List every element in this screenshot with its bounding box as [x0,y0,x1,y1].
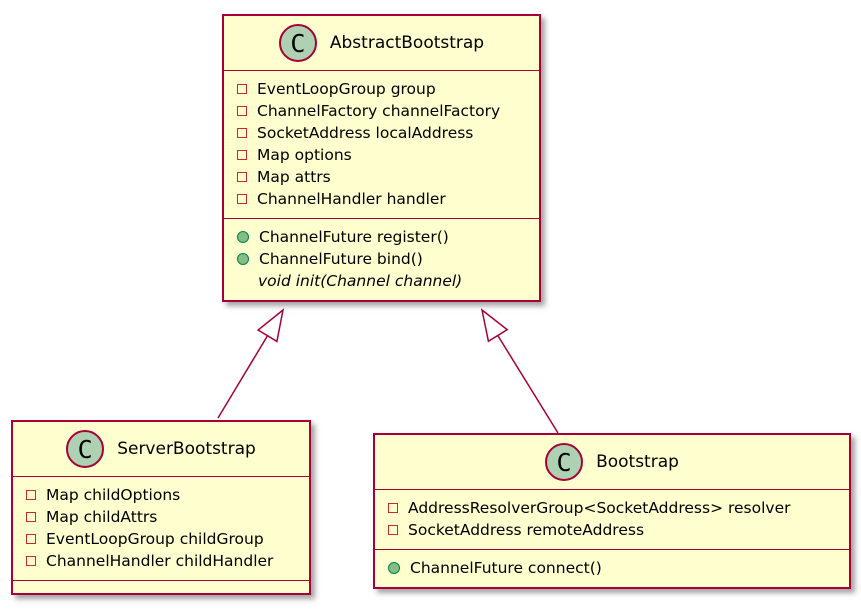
class-icon: C [66,430,105,468]
methods-compartment: ChannelFuture register() ChannelFuture b… [224,218,539,300]
abstract-method-row: void init(Channel channel) [224,270,539,292]
private-field-icon [26,490,36,500]
field-label: Map childOptions [46,486,181,504]
class-box-serverbootstrap: C ServerBootstrap Map childOptions Map c… [11,420,311,595]
method-label: ChannelFuture bind() [259,250,423,268]
field-label: ChannelFactory channelFactory [257,102,501,120]
class-icon: C [545,443,584,481]
abstract-method-label: void init(Channel channel) [258,272,463,290]
private-field-icon [237,106,247,116]
methods-compartment: ChannelFuture connect() [375,549,849,587]
private-field-icon [26,556,36,566]
field-label: EventLoopGroup childGroup [46,530,264,548]
field-label: Map childAttrs [46,508,158,526]
class-box-abstractbootstrap: C AbstractBootstrap EventLoopGroup group… [222,14,541,302]
fields-compartment: AddressResolverGroup<SocketAddress> reso… [375,489,849,549]
class-icon-letter: C [77,434,93,464]
private-field-icon [237,84,247,94]
field-row: SocketAddress localAddress [224,122,539,144]
class-icon-letter: C [290,28,306,58]
field-label: AddressResolverGroup<SocketAddress> reso… [408,499,791,517]
class-header: C ServerBootstrap [13,422,309,476]
method-label: ChannelFuture connect() [410,559,602,577]
class-icon-letter: C [556,447,572,477]
field-row: Map attrs [224,166,539,188]
private-field-icon [237,150,247,160]
field-row: ChannelHandler childHandler [13,550,309,572]
field-row: Map options [224,144,539,166]
method-label: ChannelFuture register() [259,228,449,246]
field-label: SocketAddress remoteAddress [408,521,645,539]
field-label: EventLoopGroup group [257,80,436,98]
field-label: Map options [257,146,352,164]
public-method-icon [388,562,400,574]
field-label: SocketAddress localAddress [257,124,474,142]
field-row: SocketAddress remoteAddress [375,519,849,541]
method-row: ChannelFuture register() [224,226,539,248]
method-row: ChannelFuture connect() [375,557,849,579]
class-title: Bootstrap [596,452,679,472]
inheritance-arrow-bootstrap [480,308,559,434]
field-label: ChannelHandler childHandler [46,552,274,570]
field-row: ChannelFactory channelFactory [224,100,539,122]
private-field-icon [388,525,398,535]
method-row: ChannelFuture bind() [224,248,539,270]
field-row: AddressResolverGroup<SocketAddress> reso… [375,497,849,519]
fields-compartment: EventLoopGroup group ChannelFactory chan… [224,70,539,218]
class-icon: C [278,24,317,62]
field-row: Map childAttrs [13,506,309,528]
class-title: AbstractBootstrap [329,33,485,53]
field-label: ChannelHandler handler [257,190,446,208]
class-box-bootstrap: C Bootstrap AddressResolverGroup<SocketA… [373,433,851,589]
class-title: ServerBootstrap [117,439,256,459]
methods-compartment-empty [13,580,309,593]
fields-compartment: Map childOptions Map childAttrs EventLoo… [13,476,309,580]
class-header: C Bootstrap [375,435,849,489]
private-field-icon [26,512,36,522]
field-label: Map attrs [257,168,331,186]
field-row: EventLoopGroup group [224,78,539,100]
private-field-icon [388,503,398,513]
public-method-icon [237,253,249,265]
private-field-icon [26,534,36,544]
public-method-icon [237,231,249,243]
private-field-icon [237,172,247,182]
inheritance-arrow-serverbootstrap [217,308,285,419]
private-field-icon [237,128,247,138]
field-row: EventLoopGroup childGroup [13,528,309,550]
field-row: ChannelHandler handler [224,188,539,210]
icon-spacer [237,276,248,287]
class-header: C AbstractBootstrap [224,16,539,70]
private-field-icon [237,194,247,204]
field-row: Map childOptions [13,484,309,506]
